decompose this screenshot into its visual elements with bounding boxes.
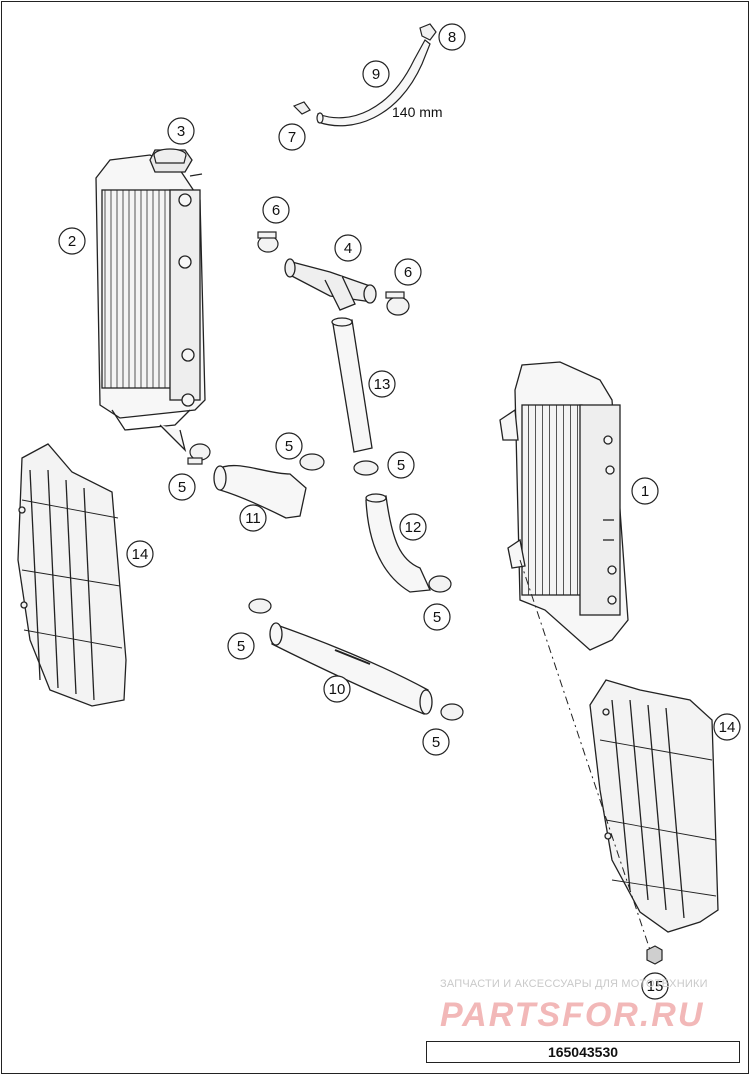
hose-12 <box>365 493 431 593</box>
radiator-left <box>95 149 206 453</box>
callout-1-label: 1 <box>641 483 649 500</box>
clamp-6-right <box>385 291 410 316</box>
callout-5e: 5 <box>227 632 255 660</box>
watermark-brand: PARTSFOR.RU <box>440 996 705 1034</box>
callout-10: 10 <box>323 675 351 703</box>
drawing-number: 165043530 <box>547 1044 619 1060</box>
callout-2: 2 <box>58 227 86 255</box>
hose-11 <box>213 464 307 519</box>
callout-10-label: 10 <box>329 681 346 698</box>
assembly-line <box>519 559 651 951</box>
callout-14b-label: 14 <box>719 719 736 736</box>
callout-4-label: 4 <box>344 240 352 257</box>
callout-12: 12 <box>399 513 427 541</box>
callout-6a-label: 6 <box>272 202 280 219</box>
callout-5a-label: 5 <box>285 438 293 455</box>
callout-14a: 14 <box>126 540 154 568</box>
drawing-number-box: 165043530 <box>426 1041 740 1063</box>
callout-3: 3 <box>167 117 195 145</box>
callout-5b-label: 5 <box>178 479 186 496</box>
hose-9 <box>316 39 431 127</box>
callout-8: 8 <box>438 23 466 51</box>
callout-6b: 6 <box>394 258 422 286</box>
clamp-7 <box>292 101 311 115</box>
watermark-line: ЗАПЧАСТИ И АКСЕССУАРЫ ДЛЯ МОТОТЕХНИКИ <box>440 978 708 990</box>
callout-15-label: 15 <box>647 978 664 995</box>
callout-12-label: 12 <box>405 519 422 536</box>
callout-14b: 14 <box>713 713 741 741</box>
callout-3-label: 3 <box>177 123 185 140</box>
callout-5d-label: 5 <box>433 609 441 626</box>
callout-5d: 5 <box>423 603 451 631</box>
t-connector-4 <box>284 258 377 311</box>
dimension-label: 140 mm <box>392 104 443 120</box>
callout-11: 11 <box>239 504 267 532</box>
callout-2-label: 2 <box>68 233 76 250</box>
shroud-left <box>17 443 127 707</box>
clamp-6-left <box>257 231 279 253</box>
callout-8-label: 8 <box>448 29 456 46</box>
shroud-right <box>589 679 719 933</box>
pipe-13 <box>331 317 373 453</box>
callout-5c: 5 <box>387 451 415 479</box>
clamp-8 <box>419 23 437 41</box>
callout-6a: 6 <box>262 196 290 224</box>
callout-6b-label: 6 <box>404 264 412 281</box>
radiator-right <box>499 361 629 651</box>
callout-4: 4 <box>334 234 362 262</box>
callout-11-label: 11 <box>245 510 261 527</box>
radiator-cap <box>153 148 187 164</box>
hose-10 <box>269 622 433 715</box>
callout-1: 1 <box>631 477 659 505</box>
callout-5f-label: 5 <box>432 734 440 751</box>
callout-5f: 5 <box>422 728 450 756</box>
callout-5c-label: 5 <box>397 457 405 474</box>
callout-15: 15 <box>641 972 669 1000</box>
callout-14a-label: 14 <box>132 546 149 563</box>
callout-9: 9 <box>362 60 390 88</box>
callout-13: 13 <box>368 370 396 398</box>
clamps-5-left <box>187 443 464 721</box>
callout-5e-label: 5 <box>237 638 245 655</box>
callout-7-label: 7 <box>288 129 296 146</box>
callout-5b: 5 <box>168 473 196 501</box>
callout-9-label: 9 <box>372 66 380 83</box>
callout-7: 7 <box>278 123 306 151</box>
nut-15 <box>646 945 663 965</box>
callout-5a: 5 <box>275 432 303 460</box>
callout-13-label: 13 <box>374 376 391 393</box>
